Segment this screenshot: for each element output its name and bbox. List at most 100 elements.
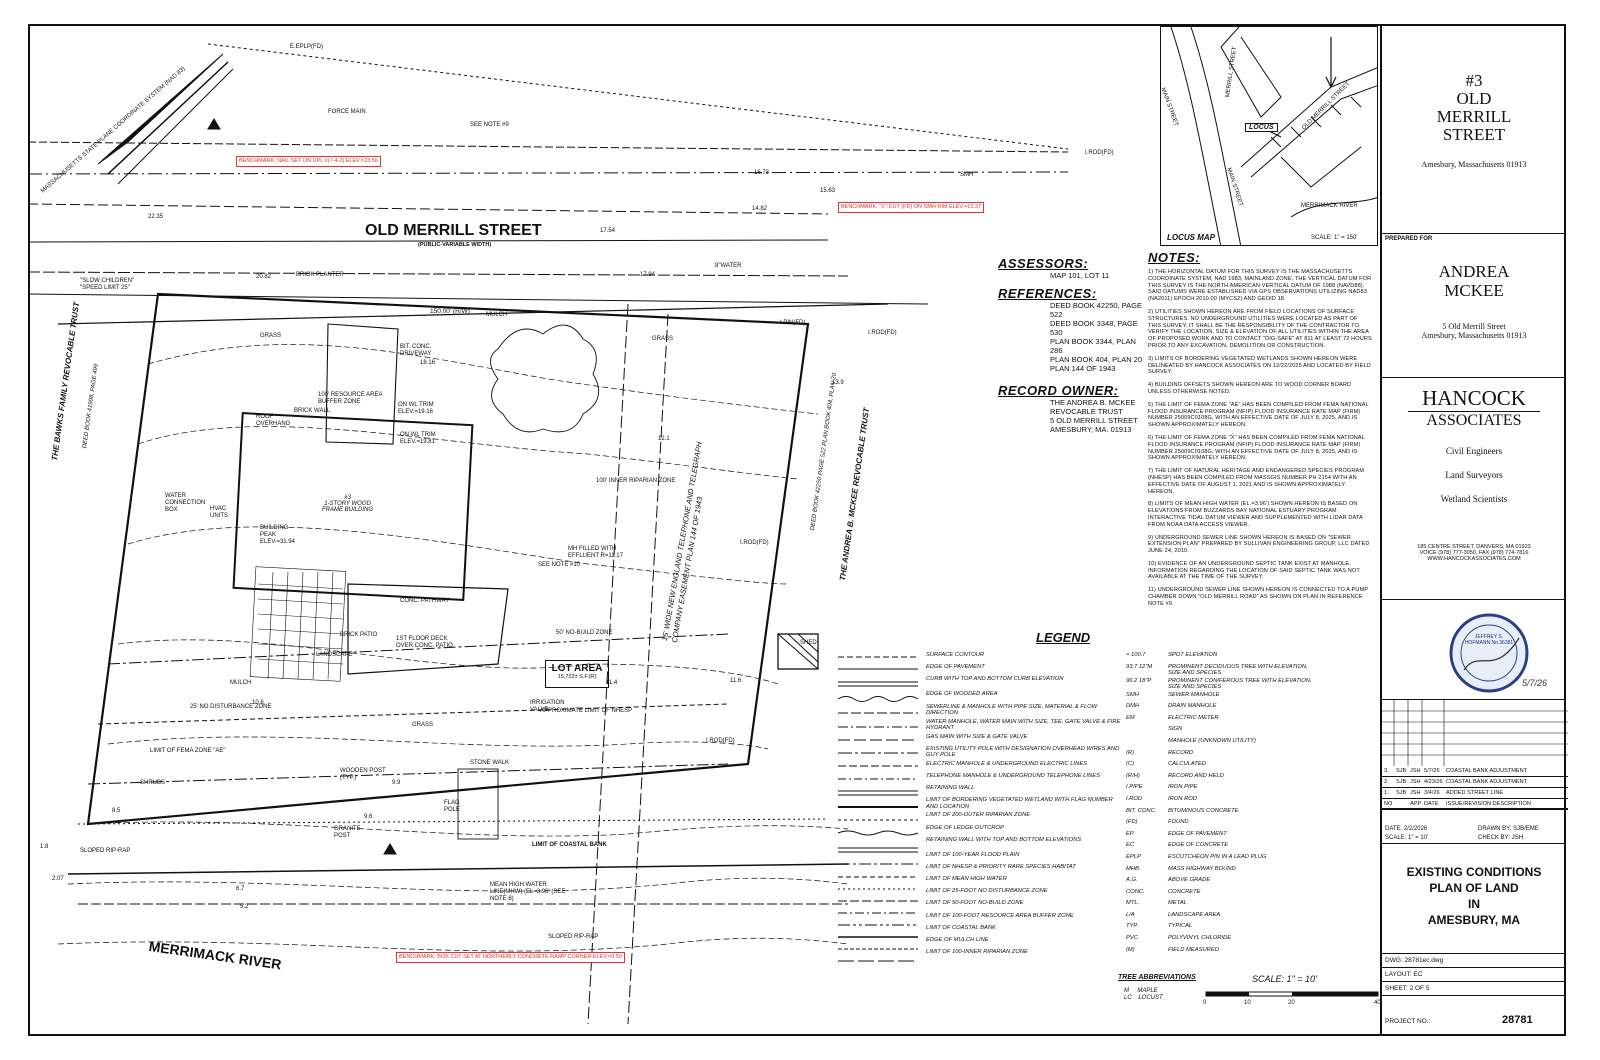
tag-irrigation: IRRIGATION VALVE [530,700,565,713]
revision-no: 2. [1384,779,1389,785]
spot-elev: 8.5 [112,808,121,814]
legend-abbr-label: METAL [1168,900,1187,907]
revision-desc: COASTAL BANK ADJUSTMENT [1446,779,1528,785]
date-value: 2/2/2026 [1403,826,1428,832]
spot-elev: 15.63 [820,188,836,194]
tag-landscape: LANDSCAPE [316,652,353,658]
legend-abbr-label: POLYVINYL CHLORIDE [1168,935,1232,942]
legend-abbr-row: MANHOLE (UNKNOWN UTILITY) [1126,738,1376,750]
legend-abbr-row: (M)FIELD MEASURED [1126,947,1376,959]
revision-no: 3. [1384,768,1389,774]
legend-abbr: (R/H) [1126,772,1140,779]
legend-item: LIMIT OF 100-YEAR FLOOD PLAIN [926,851,1020,858]
spot-elev: 18.16 [420,360,436,366]
reference-item: DEED BOOK 3348, PAGE 530 [1050,319,1138,337]
spot-elev: 12.1 [658,436,670,442]
legend-abbr-row: MTL.METAL [1126,900,1376,912]
tag-water-box: WATER CONNECTION BOX [165,493,206,513]
scale-title: SCALE: 1" = 10' [1252,974,1317,984]
firm-service: Civil Engineers [1445,446,1503,456]
tag-mhw: MEAN HIGH WATER LINE(MHW) (EL=3.96' (SEE… [490,882,566,902]
scale-tick: 40 [1374,1000,1381,1006]
legend-abbr-row: MHB MASS HIGHWAY BOUND [1126,866,1376,878]
revision-header-date: DATE [1424,801,1439,807]
revision-date: 5/7/26 [1424,768,1440,774]
legend-block: SURFACE CONTOUR EDGE OF PAVEMENT CURB WI… [836,652,1376,1002]
legend-abbr: DMH [1126,703,1140,710]
legend-item: EDGE OF LEDGE OUTCROP [926,824,1004,831]
legend-abbr-label: PROMINENT DECIDUOUS TREE WITH ELEVATION,… [1168,663,1308,677]
note-item: 8) LIMITS OF MEAN HIGH WATER (EL.=3.96')… [1148,501,1363,528]
revision-by: SJB [1396,768,1407,774]
locus-map: LOCUS MAIN STREET MERRILL STREET OLD MER… [1160,26,1378,246]
tag-mulch-1: MULCH [486,312,508,318]
legend-abbr: (M) [1126,946,1135,953]
drawn-value: SJB/EME [1513,826,1539,832]
legend-item: EDGE OF WOODED AREA [926,691,998,698]
scale-tick: 20 [1288,1000,1295,1006]
tag-water: 8"WATER [715,263,742,269]
spot-elev: 1.8 [40,844,49,850]
plan-title-cell: EXISTING CONDITIONS PLAN OF LAND IN AMES… [1382,844,1566,954]
legend-abbr-row: PVC POLYVINYL CHLORIDE [1126,935,1376,947]
revision-header-desc: ISSUE/REVISION DESCRIPTION [1446,801,1531,807]
site-plan [28,43,1069,1025]
revision-by: SJB [1396,779,1407,785]
legend-abbr: BIT. CONC. [1126,807,1157,814]
tag-slow-children: "SLOW CHILDREN" "SPEED LIMIT 25" [80,278,135,291]
firm-name-1: HANCOCK [1422,386,1526,410]
legend-abbr-label: MASS HIGHWAY BOUND [1168,865,1236,872]
legend-abbr: × 100.7 [1126,652,1146,658]
legend-abbr: I.ROD [1126,795,1143,802]
tag-brick-wall: BRICK WALL [294,408,331,414]
legend-abbr: I.PIPE [1126,784,1143,791]
legend-abbr: EPLP [1126,853,1141,860]
legend-abbr: PVC [1126,935,1138,942]
legend-item: LIMIT OF NHESP & PRIORITY RARE SPECIES H… [926,863,1076,870]
legend-item: RETAINING WALL [926,785,975,792]
legend-abbr-label: LANDSCAPE AREA [1168,911,1221,918]
drawn-label: DRAWN BY: [1478,826,1512,832]
date-scale-cell: DATE: 2/2/2026 DRAWN BY: SJB/EME SCALE: … [1382,824,1566,844]
reference-item: PLAN BOOK 404, PLAN 20 [1050,355,1143,364]
assessors-title: ASSESSORS: [998,256,1089,271]
legend-item: EXISTING UTILITY POLE WITH DESIGNATION O… [926,745,1120,759]
tag-conc-pathway: CONC. PATHWAY [400,598,450,604]
legend-abbr-label: RECORD [1168,749,1194,756]
legend-abbr-label: SPOT ELEVATION [1168,652,1218,658]
tag-shrubs: SHRUBS [140,780,166,786]
legend-item: CURB WITH TOP AND BOTTOM CURB ELEVATION [926,676,1064,683]
legend-abbr-row: × 100.7 SPOT ELEVATION [1126,652,1376,664]
spot-elev: 11.4 [606,680,618,686]
legend-item: EDGE OF PAVEMENT [926,664,985,671]
reference-item: PLAN BOOK 3344, PLAN 286 [1050,337,1136,355]
tag-grass-1: GRASS [260,333,282,339]
dwg-label: DWG: [1385,957,1403,964]
dwg-cell: DWG: 28781ec.dwg [1382,954,1566,968]
revision-row: 1. SJB JSH 3/4/26 ADDED STREET LINE [1382,788,1568,799]
record-owner-line: REVOCABLE TRUST [1050,407,1123,416]
revision-header-by: APP [1410,801,1422,807]
client-address-2: Amesbury, Massachusetts 01913 [1421,331,1527,340]
legend-item: LIMIT OF 100-INNER RIPARIAN ZONE [926,949,1028,956]
legend-abbr: EC [1126,842,1135,849]
revision-desc: COASTAL BANK ADJUSTMENT [1446,768,1528,774]
tag-eplp: E.EPLP(FD) [290,44,324,50]
tag-grass-2: GRASS [652,336,674,342]
spot-elev: 2.07 [52,876,64,882]
legend-abbr: MHB [1126,865,1139,872]
legend-abbr: (R) [1126,749,1135,756]
legend-abbr-label: IRON ROD [1168,795,1197,802]
tag-mulch-2: MULCH [230,680,252,686]
legend-abbr: EP [1126,830,1134,837]
project-title-cell: #3 OLD MERRILL STREET Amesbury, Massachu… [1382,24,1566,234]
record-owner-line: AMESBURY, MA. 01913 [1050,425,1132,434]
project-no-cell: PROJECT NO.: 28781 [1382,996,1566,1034]
revision-app: JSH [1410,790,1421,796]
legend-item: EDGE OF MULCH LINE [926,937,989,943]
spot-elev: 16.73 [754,170,770,176]
